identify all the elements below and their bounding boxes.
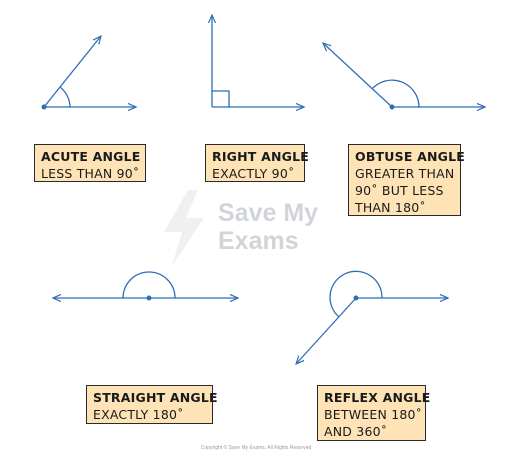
straight-vertex-dot xyxy=(146,295,152,301)
acute-vertex-dot xyxy=(41,104,47,110)
right-angle-title: RIGHT ANGLE xyxy=(212,149,309,164)
obtuse-angle-desc-3: THAN 180˚ xyxy=(355,200,426,215)
reflex-vertex-dot xyxy=(353,295,359,301)
acute-ray-diagonal xyxy=(43,36,101,108)
reflex-angle-desc-2: AND 360˚ xyxy=(324,424,388,439)
straight-angle-drawing xyxy=(53,271,238,301)
acute-angle-title: ACUTE ANGLE xyxy=(41,149,141,164)
reflex-angle-label: REFLEX ANGLE BETWEEN 180˚ AND 360˚ xyxy=(317,385,431,441)
watermark-text: Save My Exams xyxy=(218,199,318,255)
reflex-angle-drawing xyxy=(296,270,448,364)
lightning-logo-icon xyxy=(164,190,204,266)
straight-angle-arc xyxy=(122,271,176,299)
right-angle-label: RIGHT ANGLE EXACTLY 90˚ xyxy=(205,144,309,182)
acute-angle-arc xyxy=(59,86,71,108)
right-angle-square xyxy=(212,90,230,107)
obtuse-angle-title: OBTUSE ANGLE xyxy=(355,149,466,164)
copyright-notice: Copyright © Save My Exams. All Rights Re… xyxy=(200,445,312,451)
reflex-angle-desc-1: BETWEEN 180˚ xyxy=(324,407,423,422)
straight-angle-label: STRAIGHT ANGLE EXACTLY 180˚ xyxy=(86,385,218,424)
right-angle-desc: EXACTLY 90˚ xyxy=(212,166,295,181)
watermark-line-2: Exams xyxy=(218,227,299,255)
obtuse-angle-desc-1: GREATER THAN xyxy=(355,166,455,181)
obtuse-angle-label: OBTUSE ANGLE GREATER THAN 90˚ BUT LESS T… xyxy=(348,144,466,216)
obtuse-angle-drawing xyxy=(323,43,485,109)
straight-angle-desc: EXACTLY 180˚ xyxy=(93,407,184,422)
obtuse-vertex-dot xyxy=(389,104,395,110)
right-angle-drawing xyxy=(212,15,304,107)
obtuse-ray-diagonal xyxy=(323,43,393,108)
acute-angle-label: ACUTE ANGLE LESS THAN 90˚ xyxy=(34,144,146,182)
acute-angle-desc: LESS THAN 90˚ xyxy=(41,166,140,181)
obtuse-angle-arc xyxy=(371,79,420,108)
acute-angle-drawing xyxy=(41,36,136,110)
reflex-ray-diagonal xyxy=(296,297,357,364)
obtuse-angle-desc-2: 90˚ BUT LESS xyxy=(355,183,444,198)
straight-angle-title: STRAIGHT ANGLE xyxy=(93,390,218,405)
reflex-angle-arc xyxy=(329,270,383,318)
watermark-line-1: Save My xyxy=(218,199,319,227)
reflex-angle-title: REFLEX ANGLE xyxy=(324,390,431,405)
